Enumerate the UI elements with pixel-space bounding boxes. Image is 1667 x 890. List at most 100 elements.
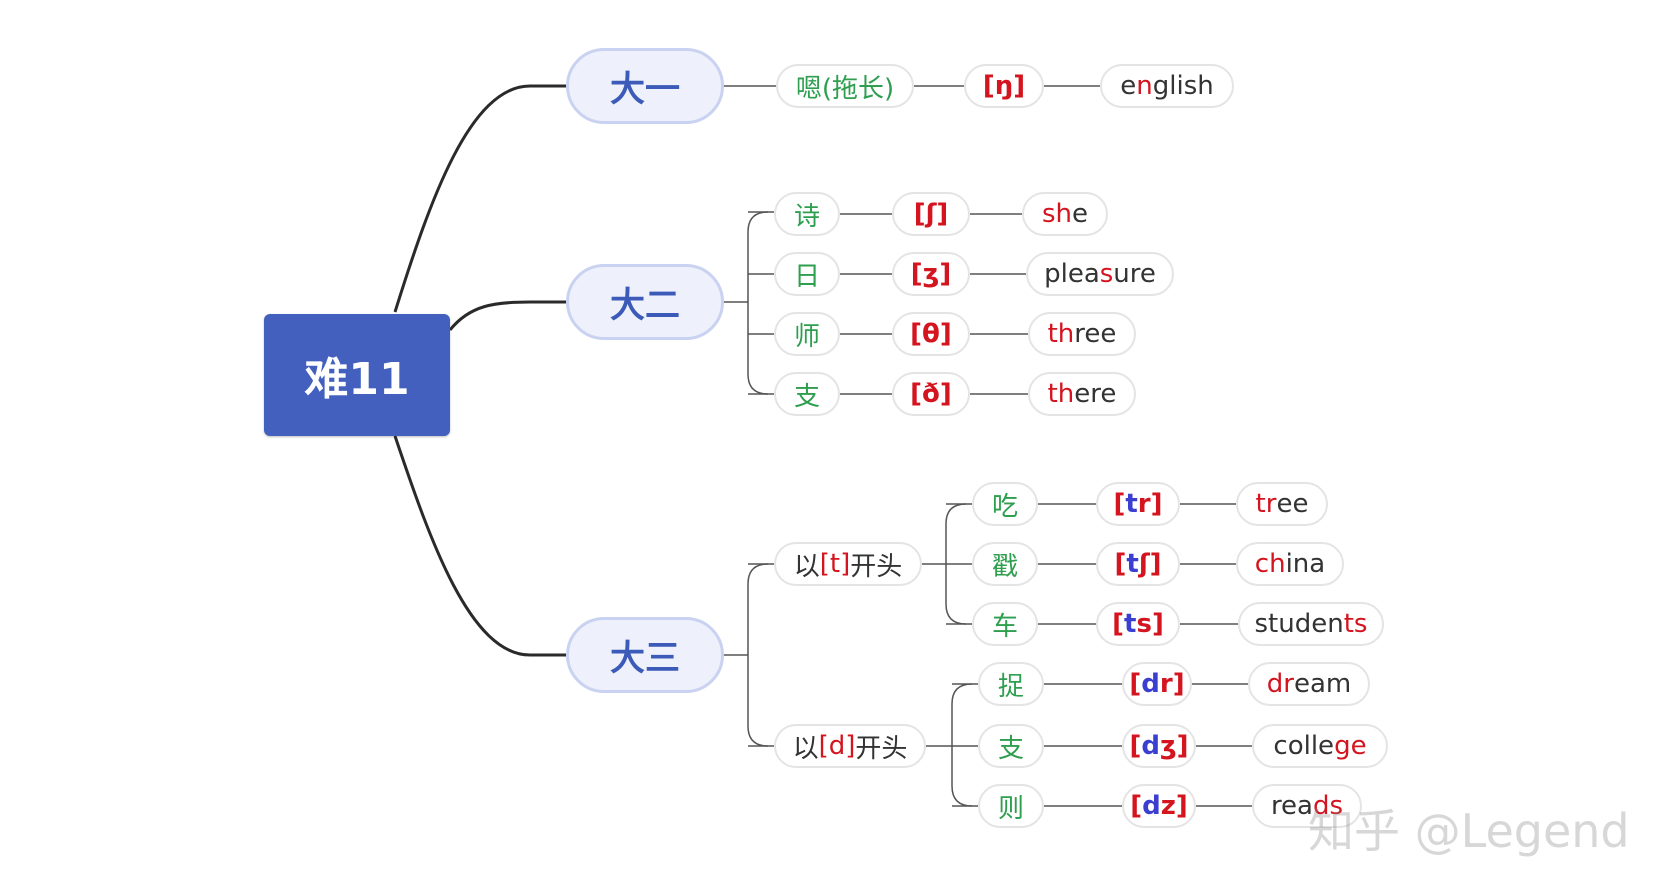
chinese-node[interactable]: 吃 xyxy=(972,482,1038,526)
edge-root-to-da1 xyxy=(393,84,566,313)
chinese-label: 捉 xyxy=(997,671,1024,702)
branch-label: 大二 xyxy=(609,285,680,326)
chinese-node[interactable]: 师 xyxy=(774,312,840,356)
chinese-label: 诗 xyxy=(793,201,820,232)
phoneme-red: ʃ] xyxy=(1138,549,1162,579)
chinese-label: 支 xyxy=(793,381,820,412)
chinese-node[interactable]: 捉 xyxy=(978,662,1044,706)
word-highlight: th xyxy=(1047,379,1075,409)
word-part: e xyxy=(1072,199,1089,229)
root-node[interactable]: 难11 xyxy=(264,314,450,436)
word-highlight: e xyxy=(1350,731,1367,761)
word-highlight: d xyxy=(1266,669,1284,699)
chinese-label: 支 xyxy=(997,733,1024,764)
word-highlight: sh xyxy=(1041,199,1073,229)
phoneme-blue: t xyxy=(1124,609,1137,639)
group-label-part: 以 xyxy=(792,733,819,764)
word-highlight: n xyxy=(1136,71,1153,101)
phoneme-label: [θ] xyxy=(910,319,952,349)
phoneme-bracket: [ xyxy=(1112,609,1125,639)
phoneme-label: [ʃ] xyxy=(913,199,949,229)
chinese-node[interactable]: 则 xyxy=(978,784,1044,828)
phoneme-label: [ʒ] xyxy=(910,259,952,289)
word-highlight: r xyxy=(1265,489,1277,519)
word-highlight: r xyxy=(1283,669,1294,699)
chinese-label: 日 xyxy=(793,261,820,292)
chinese-node[interactable]: 诗 xyxy=(774,192,840,236)
group-node-d[interactable]: 以[d]开头 xyxy=(774,724,926,768)
phoneme-bracket: [ xyxy=(1129,731,1142,761)
word-part: rea xyxy=(1270,791,1313,821)
phoneme-red: s] xyxy=(1136,609,1164,639)
phoneme-blue: d xyxy=(1142,791,1161,821)
phoneme-red: r] xyxy=(1137,489,1163,519)
phoneme-node[interactable]: [ʃ] xyxy=(892,192,970,236)
phoneme-node[interactable]: [θ] xyxy=(892,312,970,356)
chinese-node[interactable]: 戳 xyxy=(972,542,1038,586)
chinese-node[interactable]: 支 xyxy=(774,372,840,416)
phoneme-label: [ŋ] xyxy=(982,71,1026,101)
word-part: e xyxy=(1120,71,1137,101)
word-highlight: t xyxy=(1343,609,1354,639)
chinese-label: 吃 xyxy=(991,491,1018,522)
word-part: plea xyxy=(1044,259,1100,289)
chinese-node[interactable]: 嗯(拖长) xyxy=(776,64,914,108)
word-part: ree xyxy=(1074,319,1117,349)
branch-label: 大三 xyxy=(609,638,680,679)
word-highlight: t xyxy=(1255,489,1266,519)
word-part: glish xyxy=(1152,71,1214,101)
branch-label: 大一 xyxy=(609,69,680,110)
word-highlight: h xyxy=(1269,549,1286,579)
chinese-node[interactable]: 支 xyxy=(978,724,1044,768)
phoneme-blue: d xyxy=(1141,731,1160,761)
chinese-label: 师 xyxy=(793,321,820,352)
branch-node-da3[interactable]: 大三 xyxy=(566,617,724,693)
word-highlight: g xyxy=(1334,731,1351,761)
phoneme-blue: d xyxy=(1141,669,1160,699)
group-label-part: 以 xyxy=(793,551,820,582)
phoneme-red: ʒ] xyxy=(1159,731,1189,761)
group-label-part: 开头 xyxy=(855,733,908,764)
chinese-node[interactable]: 车 xyxy=(972,602,1038,646)
branch-node-da1[interactable]: 大一 xyxy=(566,48,724,124)
word-part: colle xyxy=(1273,731,1335,761)
word-highlight: d xyxy=(1312,791,1330,821)
word-part: ina xyxy=(1285,549,1326,579)
word-highlight: s xyxy=(1329,791,1344,821)
word-highlight: s xyxy=(1353,609,1368,639)
edge-root-to-da2 xyxy=(448,300,566,331)
word-highlight: th xyxy=(1047,319,1075,349)
group-label-phoneme: [d] xyxy=(818,731,856,761)
phoneme-node[interactable]: [ŋ] xyxy=(964,64,1044,108)
phoneme-blue: t xyxy=(1125,489,1138,519)
phoneme-node[interactable]: [ð] xyxy=(892,372,970,416)
word-part: ee xyxy=(1276,489,1309,519)
chinese-node[interactable]: 日 xyxy=(774,252,840,296)
chinese-label: 嗯(拖长) xyxy=(795,73,895,104)
phoneme-label: [ð] xyxy=(910,379,952,409)
phoneme-red: z] xyxy=(1160,791,1188,821)
watermark-text: 知乎 @Legend xyxy=(1308,804,1630,858)
chinese-label: 则 xyxy=(997,793,1024,824)
phoneme-node[interactable]: [ʒ] xyxy=(892,252,970,296)
group-node-t[interactable]: 以[t]开头 xyxy=(774,542,922,586)
branch-node-da2[interactable]: 大二 xyxy=(566,264,724,340)
